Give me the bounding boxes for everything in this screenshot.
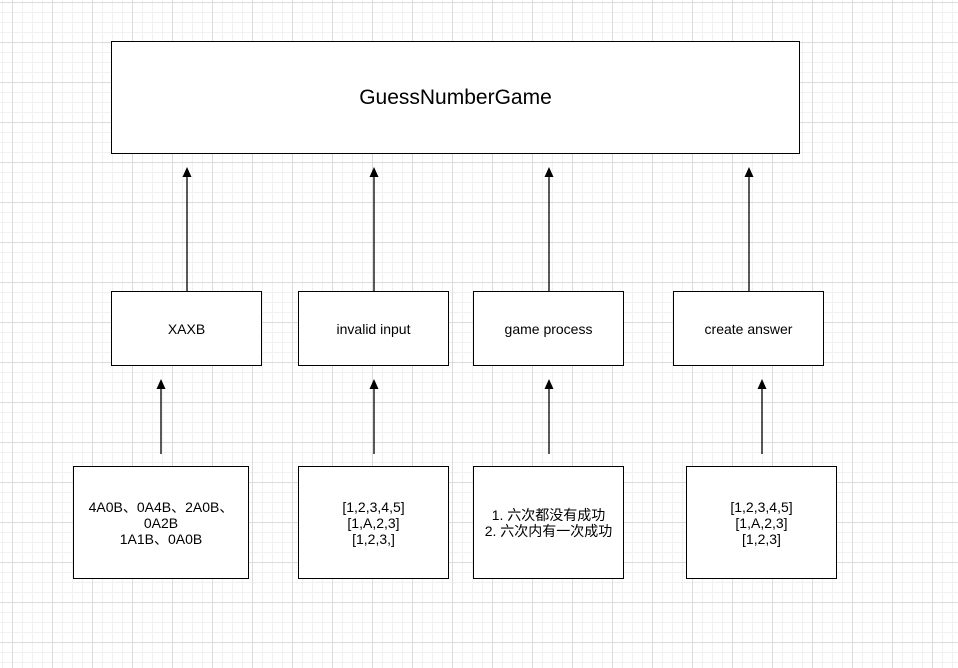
edge-game-process-cases-to-game-process [544, 379, 554, 454]
node-xaxb[interactable]: XAXB [111, 291, 262, 366]
node-create-answer-cases[interactable]: [1,2,3,4,5] [1,A,2,3] [1,2,3] [686, 466, 837, 579]
arrowhead-icon [156, 379, 166, 389]
arrowhead-icon [544, 167, 554, 177]
node-xaxb-cases[interactable]: 4A0B、0A4B、2A0B、 0A2B 1A1B、0A0B [73, 466, 249, 579]
edge-xaxb-cases-to-xaxb [156, 379, 166, 454]
node-label: XAXB [167, 320, 206, 337]
node-label: game process [504, 320, 593, 337]
edge-xaxb-to-main [182, 167, 192, 291]
node-guess-number-game[interactable]: GuessNumberGame [111, 41, 800, 154]
node-create-answer[interactable]: create answer [673, 291, 824, 366]
node-game-process[interactable]: game process [473, 291, 624, 366]
arrowhead-icon [544, 379, 554, 389]
node-label: 1. 六次都没有成功 2. 六次内有一次成功 [484, 506, 613, 539]
arrowhead-icon [744, 167, 754, 177]
node-label: GuessNumberGame [359, 85, 552, 109]
arrowhead-icon [757, 379, 767, 389]
edge-create-answer-to-main [744, 167, 754, 291]
edge-game-process-to-main [544, 167, 554, 291]
node-label: create answer [704, 320, 793, 337]
arrowhead-icon [182, 167, 192, 177]
edge-invalid-input-to-main [369, 167, 379, 291]
node-game-process-cases[interactable]: 1. 六次都没有成功 2. 六次内有一次成功 [473, 466, 624, 579]
edge-invalid-input-cases-to-invalid-input [369, 379, 379, 454]
node-label: 4A0B、0A4B、2A0B、 0A2B 1A1B、0A0B [88, 498, 234, 547]
node-invalid-input[interactable]: invalid input [298, 291, 449, 366]
node-label: invalid input [336, 320, 411, 337]
node-label: [1,2,3,4,5] [1,A,2,3] [1,2,3,] [342, 498, 405, 547]
edge-create-answer-cases-to-create-answer [757, 379, 767, 454]
node-label: [1,2,3,4,5] [1,A,2,3] [1,2,3] [730, 498, 793, 547]
arrowhead-icon [369, 379, 379, 389]
node-invalid-input-cases[interactable]: [1,2,3,4,5] [1,A,2,3] [1,2,3,] [298, 466, 449, 579]
arrowhead-icon [369, 167, 379, 177]
